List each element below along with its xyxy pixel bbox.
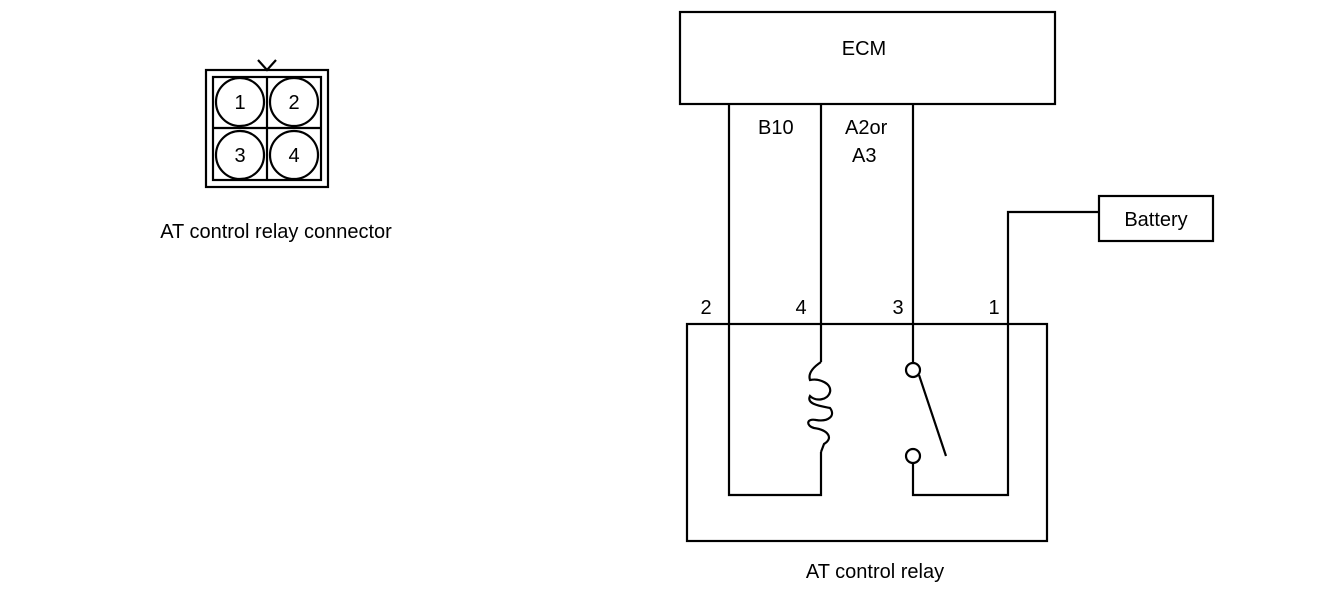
connector-pin-2	[268, 76, 320, 128]
relay-terminal-4-label: 4	[795, 297, 806, 319]
connector-caption: AT control relay connector	[160, 221, 392, 243]
relay-terminal-3-label: 3	[892, 297, 903, 319]
connector-pin-1	[214, 76, 266, 128]
relay-connector: 1 2 3 4	[204, 59, 330, 189]
battery-box	[1097, 194, 1215, 243]
relay-caption: AT control relay	[806, 561, 944, 583]
relay-terminal-1-label: 1	[988, 297, 999, 319]
connector-pin-3	[214, 129, 266, 181]
connector-pin-3-label: 3	[234, 145, 245, 167]
relay-switch-upper-contact	[904, 361, 922, 379]
connector-pin-4	[268, 129, 320, 181]
relay-switch-return-wire	[911, 324, 1010, 497]
relay-switch-lower-contact	[904, 447, 922, 465]
relay-box	[685, 322, 1049, 543]
connector-pin-1-label: 1	[234, 92, 245, 114]
connector-pin-2-label: 2	[288, 92, 299, 114]
connector-pin-4-label: 4	[288, 145, 299, 167]
wire-battery	[1006, 210, 1099, 324]
battery-label: Battery	[1124, 209, 1187, 231]
wire-label-a2or: A2or	[845, 117, 888, 139]
ecm-box	[678, 10, 1057, 106]
wire-label-b10: B10	[758, 117, 794, 139]
relay-coil-icon	[807, 361, 834, 453]
relay-coil-return-wire	[727, 324, 823, 497]
relay-switch-blade-icon	[917, 374, 948, 457]
relay-terminal-2-label: 2	[700, 297, 711, 319]
ecm-label: ECM	[842, 38, 886, 60]
connector-latch-icon	[257, 59, 277, 72]
wire-label-a3: A3	[852, 145, 876, 167]
